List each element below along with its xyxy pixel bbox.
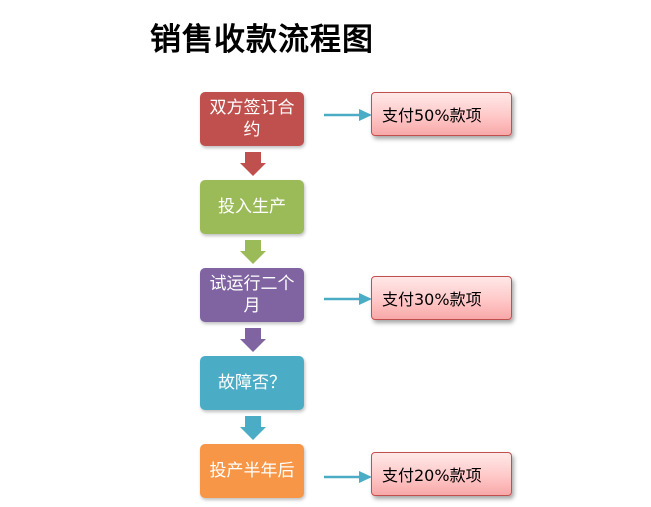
step-production: 投入生产 bbox=[200, 180, 304, 234]
payment-box-50: 支付50%款项 bbox=[371, 92, 512, 136]
payment-label: 支付20%款项 bbox=[382, 466, 482, 485]
payment-label: 支付50%款项 bbox=[382, 106, 482, 125]
step-fault-check: 故障否？ bbox=[200, 356, 304, 410]
down-arrow-icon bbox=[240, 416, 266, 440]
step-half-year: 投产半年后 bbox=[200, 444, 304, 498]
right-arrow-icon bbox=[324, 293, 372, 305]
step-label: 试运行二个月 bbox=[209, 274, 295, 316]
down-arrow-icon bbox=[240, 240, 266, 264]
down-arrow-icon bbox=[240, 328, 266, 352]
payment-box-30: 支付30%款项 bbox=[371, 276, 512, 320]
diagram-title: 销售收款流程图 bbox=[150, 22, 374, 58]
step-trial-run: 试运行二个月 bbox=[200, 268, 304, 322]
step-label: 投产半年后 bbox=[209, 461, 295, 481]
payment-label: 支付30%款项 bbox=[382, 290, 482, 309]
step-label: 投入生产 bbox=[218, 197, 286, 217]
step-sign-contract: 双方签订合约 bbox=[200, 92, 304, 146]
down-arrow-icon bbox=[240, 152, 266, 176]
right-arrow-icon bbox=[324, 109, 372, 121]
right-arrow-icon bbox=[324, 471, 372, 483]
step-label: 故障否？ bbox=[218, 373, 286, 393]
step-label: 双方签订合约 bbox=[209, 98, 295, 140]
payment-box-20: 支付20%款项 bbox=[371, 452, 512, 496]
